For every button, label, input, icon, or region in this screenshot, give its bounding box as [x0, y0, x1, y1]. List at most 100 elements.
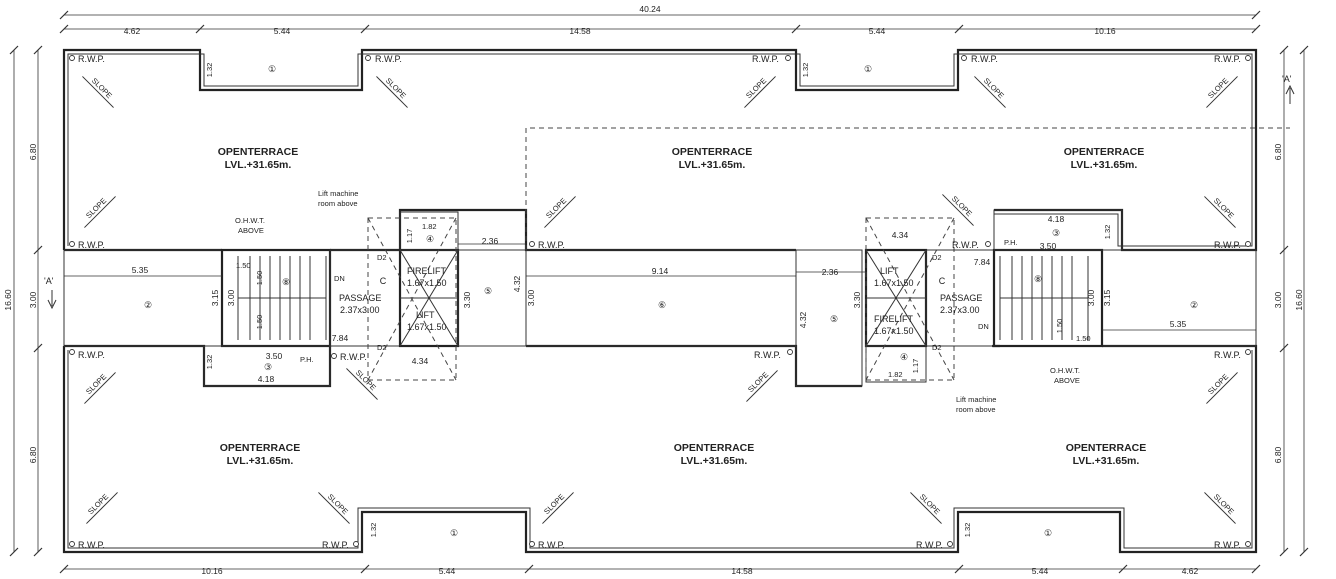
rwp-label: R.W.P. — [1214, 540, 1241, 550]
room-number-2: ② — [1190, 300, 1198, 310]
terrace-name-bl: OPENTERRACE — [220, 442, 301, 454]
dim-150: 1.50 — [1076, 334, 1091, 343]
rwp-label: R.W.P. — [1214, 350, 1241, 360]
right-core — [795, 209, 1123, 387]
inner-dimensions: 5.35 5.35 3.15 3.15 3.00 3.00 3.00 1.50 … — [64, 63, 1256, 538]
terrace-labels: OPENTERRACE LVL.+31.65m. OPENTERRACE LVL… — [218, 146, 1147, 467]
core-c-label: C — [380, 276, 387, 286]
lift-size: 1.67x1.50 — [874, 278, 914, 288]
rwp-label: R.W.P. — [538, 540, 565, 550]
section-a-label: 'A' — [1282, 74, 1292, 84]
lift-machine-label: room above — [318, 199, 358, 208]
passage-label: PASSAGE — [940, 293, 982, 303]
dim-132: 1.32 — [963, 523, 972, 538]
top-dim-2: 5.44 — [274, 26, 291, 36]
rwp-label: R.W.P. — [952, 240, 979, 250]
lift-label: LIFT — [416, 310, 435, 320]
firelift-label: FIRELIFT — [874, 314, 914, 324]
room-number-8: ⑧ — [1034, 274, 1042, 284]
door-d2-label: D2 — [932, 253, 942, 262]
passage-size: 2.37x3.00 — [340, 305, 380, 315]
left-dim-1: 6.80 — [28, 143, 38, 160]
dim-132: 1.32 — [205, 355, 214, 370]
dim-418: 4.18 — [258, 374, 275, 384]
core-labels: O.H.W.T. ABOVE Lift machine room above D… — [235, 189, 1080, 414]
overall-width-label: 40.24 — [639, 4, 661, 14]
dim-150: 1.50 — [236, 261, 251, 270]
upper-zone-outline — [525, 127, 1290, 250]
dim-432: 4.32 — [798, 311, 808, 328]
door-d2-label: D2 — [932, 343, 942, 352]
terrace-level-br: LVL.+31.65m. — [1073, 455, 1140, 467]
left-core — [203, 211, 527, 387]
dim-300: 3.00 — [1086, 289, 1096, 306]
firelift-size: 1.67x1.50 — [874, 326, 914, 336]
dim-182: 1.82 — [422, 222, 437, 231]
ph-label: P.H. — [300, 355, 314, 364]
dim-315: 3.15 — [1102, 289, 1112, 306]
rwp-label: R.W.P. — [752, 54, 779, 64]
dim-132: 1.32 — [801, 63, 810, 78]
bottom-dim-2: 5.44 — [439, 566, 456, 576]
dim-132: 1.32 — [205, 63, 214, 78]
room-number-1: ① — [1044, 528, 1052, 538]
rwp-label: R.W.P. — [916, 540, 943, 550]
passage-size: 2.37x3.00 — [940, 305, 980, 315]
right-dim-1: 6.80 — [1273, 143, 1283, 160]
dim-432: 4.32 — [512, 275, 522, 292]
room-number-4: ④ — [900, 352, 908, 362]
terrace-name-tc: OPENTERRACE — [672, 146, 753, 158]
room-number-1: ① — [864, 64, 872, 74]
room-number-2: ② — [144, 300, 152, 310]
terrace-level-tr: LVL.+31.65m. — [1071, 159, 1138, 171]
rwp-label: R.W.P. — [322, 540, 349, 550]
dim-330: 3.30 — [462, 291, 472, 308]
dim-784: 7.84 — [332, 333, 349, 343]
room-number-6: ⑥ — [658, 300, 666, 310]
ph-label: P.H. — [1004, 238, 1018, 247]
dim-300: 3.00 — [226, 289, 236, 306]
dim-236: 2.36 — [482, 236, 499, 246]
top-dim-3: 14.58 — [569, 26, 591, 36]
lift-machine-label: room above — [956, 405, 996, 414]
ohwt-label: O.H.W.T. — [235, 216, 265, 225]
dim-150: 1.50 — [255, 315, 264, 330]
room-number-8: ⑧ — [282, 277, 290, 287]
room-number-1: ① — [450, 528, 458, 538]
rwp-label: R.W.P. — [1214, 240, 1241, 250]
dim-535: 5.35 — [132, 265, 149, 275]
top-dim-5: 10.16 — [1094, 26, 1116, 36]
dim-117: 1.17 — [405, 229, 414, 244]
room-number-5: ⑤ — [484, 286, 492, 296]
left-overall-height: 16.60 — [3, 289, 13, 311]
dn-label: DN — [978, 322, 989, 331]
door-d2-label: D2 — [377, 343, 387, 352]
dim-434: 4.34 — [892, 230, 909, 240]
dim-350: 3.50 — [1040, 241, 1057, 251]
lift-size: 1.67x1.50 — [407, 322, 447, 332]
dim-300: 3.00 — [526, 289, 536, 306]
right-overall-height: 16.60 — [1294, 289, 1304, 311]
dim-132: 1.32 — [369, 523, 378, 538]
right-dim-2: 3.00 — [1273, 291, 1283, 308]
terrace-name-br: OPENTERRACE — [1066, 442, 1147, 454]
dim-236: 2.36 — [822, 267, 839, 277]
dimension-lines: 40.24 4.62 5.44 14.58 5.44 10.16 10.16 5… — [3, 4, 1309, 576]
room-number-1: ① — [268, 64, 276, 74]
terrace-level-bl: LVL.+31.65m. — [227, 455, 294, 467]
dim-315: 3.15 — [210, 289, 220, 306]
ohwt-label: O.H.W.T. — [1050, 366, 1080, 375]
rwp-label: R.W.P. — [375, 54, 402, 64]
room-number-3: ③ — [1052, 228, 1060, 238]
section-markers: 'A' 'A' — [44, 74, 1295, 310]
section-a-label: 'A' — [44, 276, 54, 286]
dim-418: 4.18 — [1048, 214, 1065, 224]
terrace-name-bc: OPENTERRACE — [674, 442, 755, 454]
dim-117: 1.17 — [911, 359, 920, 374]
terrace-level-tc: LVL.+31.65m. — [679, 159, 746, 171]
right-dim-3: 6.80 — [1273, 446, 1283, 463]
rain-water-pipes: R.W.P. R.W.P. R.W.P. R.W.P. R.W.P. R.W.P… — [69, 54, 1251, 550]
terrace-name-tr: OPENTERRACE — [1064, 146, 1145, 158]
rwp-label: R.W.P. — [78, 240, 105, 250]
